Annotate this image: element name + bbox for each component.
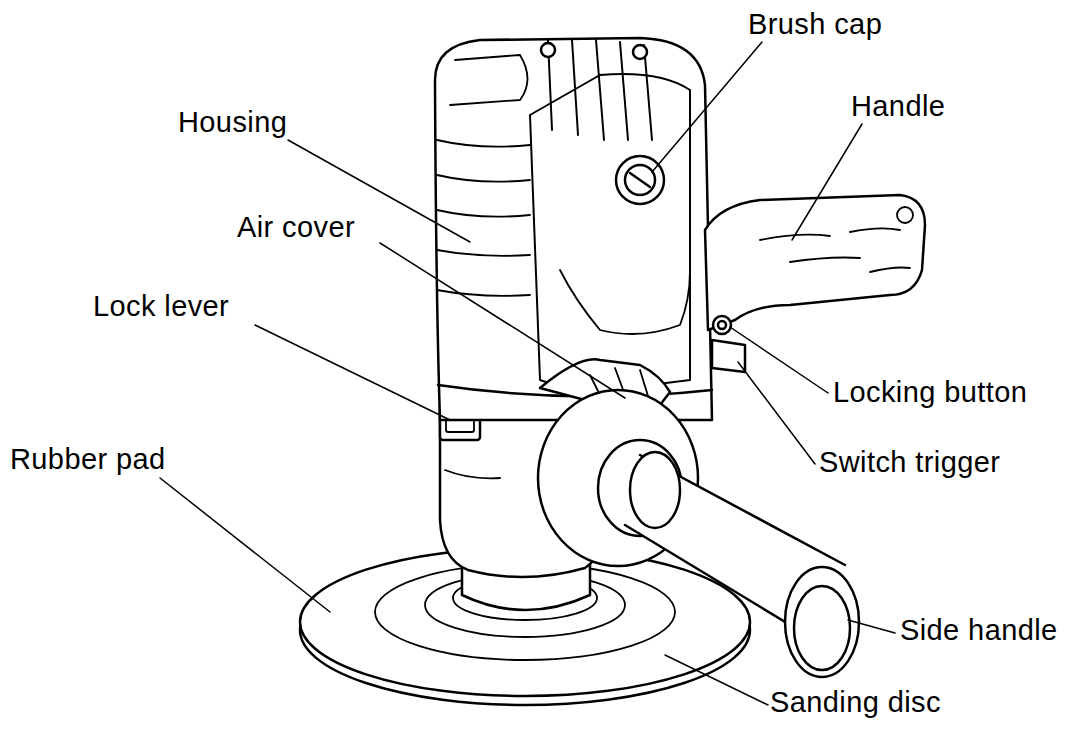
leader-line xyxy=(792,124,862,240)
side-handle xyxy=(538,390,859,677)
leader-line xyxy=(848,620,895,633)
leader-line xyxy=(652,42,762,172)
motor-housing xyxy=(435,38,712,420)
switch-trigger xyxy=(712,340,745,372)
part-label: Sanding disc xyxy=(770,688,941,717)
leader-line xyxy=(380,243,625,398)
part-label: Air cover xyxy=(237,213,355,242)
leader-line xyxy=(730,327,828,393)
part-label: Locking button xyxy=(833,378,1027,407)
leader-line xyxy=(665,655,768,705)
part-label: Switch trigger xyxy=(819,448,1000,477)
rear-handle xyxy=(705,195,925,330)
leader-line xyxy=(255,325,450,420)
part-label: Rubber pad xyxy=(10,445,166,474)
brush-cap xyxy=(616,156,664,204)
part-label: Handle xyxy=(851,92,945,121)
locking-button xyxy=(713,316,731,334)
leader-line xyxy=(160,478,330,612)
part-label: Side handle xyxy=(900,616,1058,645)
leader-line xyxy=(738,362,815,464)
part-label: Housing xyxy=(178,108,287,137)
leader-lines xyxy=(160,42,895,705)
part-label: Lock lever xyxy=(93,292,229,321)
part-label: Brush cap xyxy=(748,10,882,39)
